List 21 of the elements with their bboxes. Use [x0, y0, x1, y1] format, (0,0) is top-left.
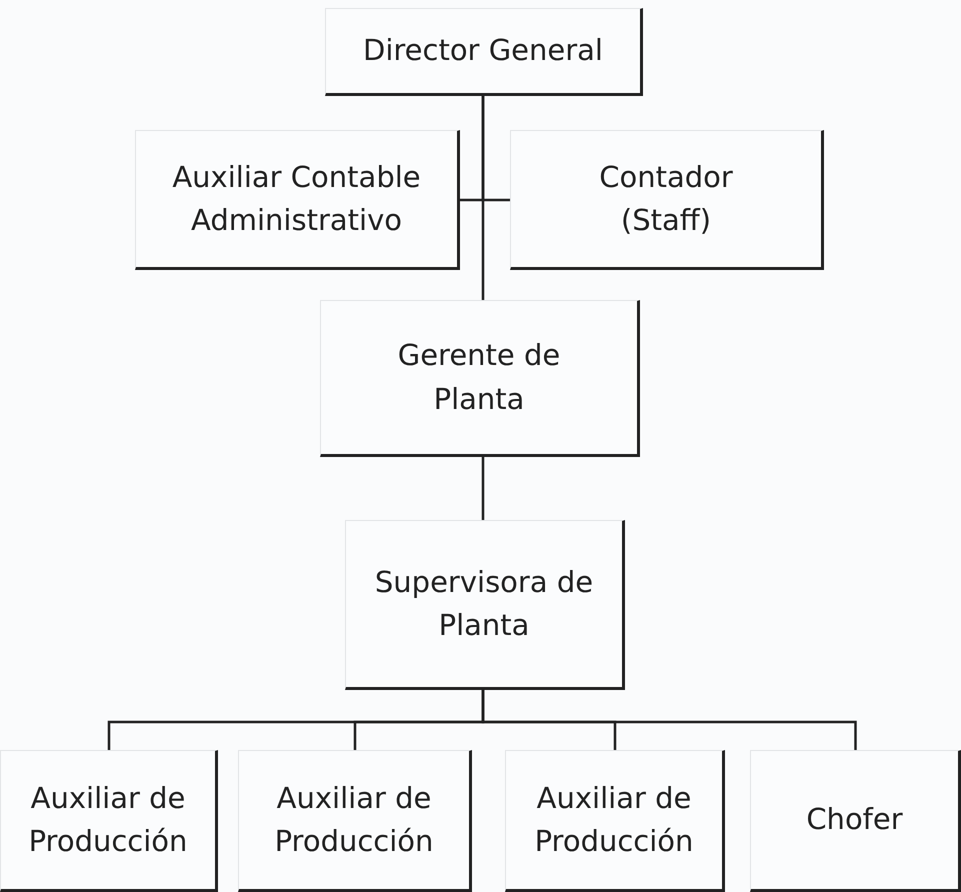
- role-box: [510, 130, 824, 270]
- role-box: [135, 130, 460, 270]
- role-title: Auxiliar de Producción: [28, 780, 188, 860]
- connector-line: [482, 96, 484, 300]
- role-box: [320, 300, 640, 457]
- role-box: [0, 750, 218, 892]
- connector-line: [482, 457, 484, 520]
- role-title: Chofer: [806, 801, 903, 838]
- role-box: [345, 520, 625, 690]
- connector-line: [482, 690, 857, 750]
- role-title: Director General: [362, 32, 603, 70]
- role-title: Gerente de Planta: [396, 337, 562, 418]
- role-title: Supervisora de Planta: [374, 564, 594, 644]
- role-title: Auxiliar Contable Administrativo: [171, 158, 422, 239]
- role-box: [505, 750, 725, 892]
- role-box: [325, 8, 643, 96]
- role-title: Contador (Staff): [598, 158, 734, 239]
- role-title: Auxiliar de Producción: [534, 780, 694, 860]
- role-title: Auxiliar de Producción: [274, 780, 434, 860]
- role-box: [238, 750, 472, 892]
- role-box: [750, 750, 961, 892]
